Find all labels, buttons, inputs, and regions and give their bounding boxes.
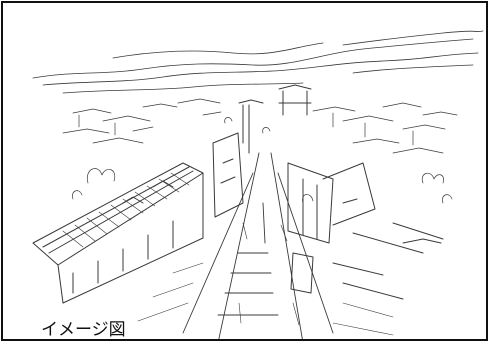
vegetation [72,117,453,204]
left-buildings [32,132,244,304]
townscape-sketch-illustration [32,30,484,339]
street-details [137,222,394,336]
image-caption: イメージ図 [39,320,128,340]
left-roof-hatching [62,172,190,248]
central-gate [238,84,312,154]
street-perspective [182,152,334,339]
distant-rooftops [62,98,458,154]
right-buildings [287,162,444,300]
distant-hills [32,30,484,94]
